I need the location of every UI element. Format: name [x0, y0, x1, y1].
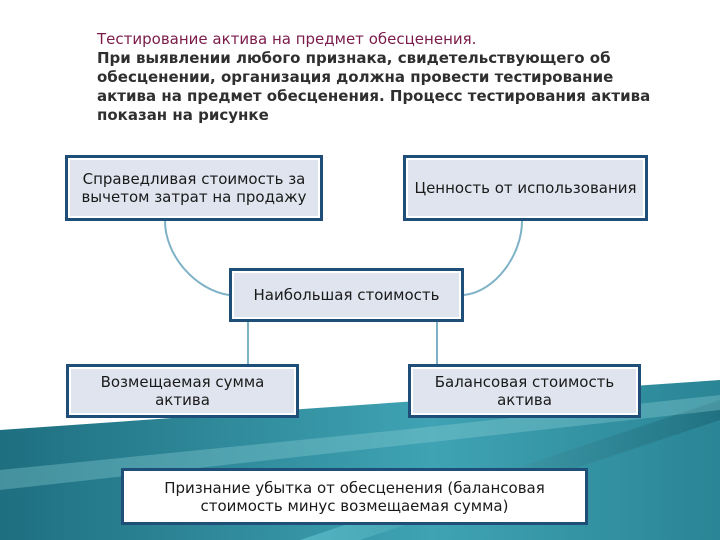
impairment-loss-box: Признание убытка от обесценения (балансо…: [121, 468, 588, 525]
impairment-loss-label: Признание убытка от обесценения (балансо…: [164, 478, 545, 515]
fair-value-box: Справедливая стоимость за вычетом затрат…: [65, 155, 323, 221]
connector-value-to-highest: [463, 220, 523, 296]
slide-subtitle: При выявлении любого признака, свидетель…: [97, 49, 651, 124]
value-in-use-box: Ценность от использования: [403, 155, 648, 221]
highest-value-label: Наибольшая стоимость: [253, 286, 440, 304]
highest-value-box: Наибольшая стоимость: [229, 268, 464, 322]
carrying-amount-label: Балансовая стоимость актива: [434, 373, 615, 409]
slide-title: Тестирование актива на предмет обесценен…: [97, 30, 477, 48]
value-in-use-label: Ценность от использования: [414, 179, 637, 197]
connector-fair-to-highest: [164, 220, 230, 296]
recoverable-amount-label: Возмещаемая сумма актива: [100, 373, 265, 409]
carrying-amount-box: Балансовая стоимость актива: [408, 364, 641, 418]
fair-value-label: Справедливая стоимость за вычетом затрат…: [81, 170, 307, 206]
recoverable-amount-box: Возмещаемая сумма актива: [66, 364, 299, 418]
